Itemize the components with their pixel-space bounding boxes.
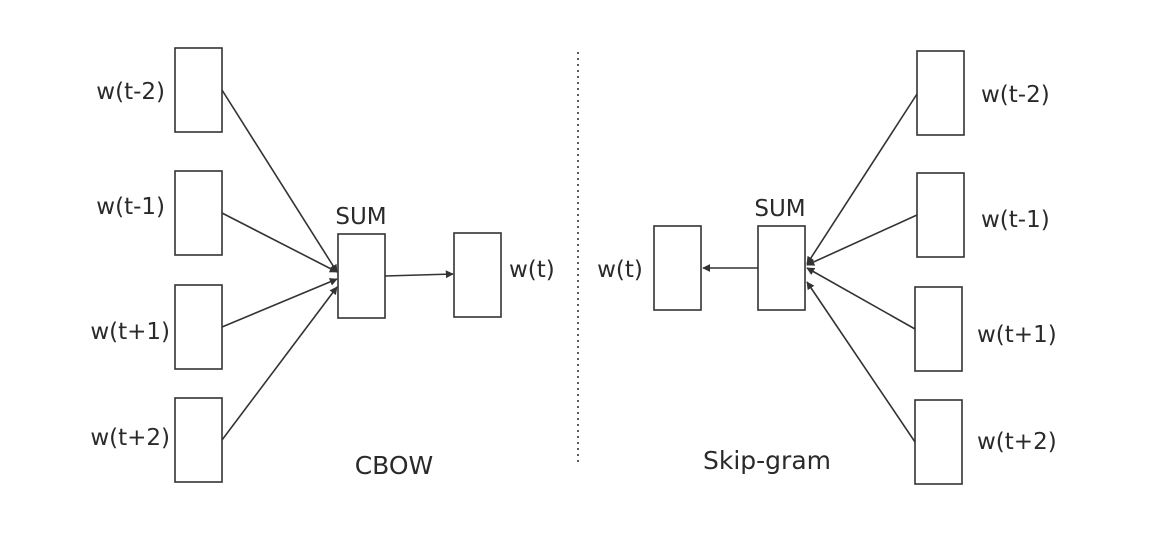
skipgram-input-box — [653, 225, 702, 311]
skipgram-output-label-t-minus-2: w(t-2) — [981, 82, 1050, 108]
cbow-input-box-t-minus-2 — [174, 47, 223, 133]
cbow-sum-label: SUM — [335, 204, 386, 230]
skipgram-output-label-t-minus-1: w(t-1) — [981, 207, 1050, 233]
skipgram-edge-t-plus-2 — [806, 281, 916, 443]
cbow-edge-t-plus-1 — [221, 278, 338, 328]
skipgram-edge-t-minus-2 — [806, 93, 918, 265]
cbow-output-label: w(t) — [509, 257, 555, 283]
skipgram-edge-t-minus-1 — [806, 214, 918, 266]
skipgram-output-box-t-minus-1 — [916, 172, 965, 258]
skipgram-edge-t-plus-1 — [806, 267, 916, 330]
skipgram-model: w(t) SUM w(t-2) w(t-1) w(t+1) w(t+2) Ski… — [597, 50, 1057, 485]
skipgram-sum-box — [757, 225, 806, 311]
cbow-input-label-t-plus-1: w(t+1) — [90, 319, 170, 345]
skipgram-input-label: w(t) — [597, 257, 643, 283]
skipgram-output-label-t-plus-2: w(t+2) — [977, 429, 1057, 455]
cbow-input-box-t-plus-2 — [174, 397, 223, 483]
cbow-output-box — [453, 232, 502, 318]
skipgram-sum-label: SUM — [754, 196, 805, 222]
cbow-model: w(t-2) w(t-1) w(t+1) w(t+2) SUM w(t) CBO… — [90, 47, 555, 483]
skipgram-output-label-t-plus-1: w(t+1) — [977, 322, 1057, 348]
cbow-edge-t-plus-2 — [221, 286, 338, 441]
skipgram-title: Skip-gram — [703, 446, 831, 475]
skipgram-output-box-t-plus-2 — [914, 399, 963, 485]
skipgram-output-box-t-minus-2 — [916, 50, 965, 136]
cbow-sum-box — [337, 233, 386, 319]
cbow-input-label-t-plus-2: w(t+2) — [90, 425, 170, 451]
skipgram-output-box-t-plus-1 — [914, 286, 963, 372]
cbow-edge-t-minus-2 — [221, 89, 338, 273]
cbow-input-label-t-minus-2: w(t-2) — [96, 79, 165, 105]
cbow-input-box-t-minus-1 — [174, 170, 223, 256]
cbow-edge-t-minus-1 — [221, 212, 338, 273]
cbow-input-box-t-plus-1 — [174, 284, 223, 370]
cbow-input-label-t-minus-1: w(t-1) — [96, 194, 165, 220]
cbow-title: CBOW — [355, 451, 434, 480]
cbow-edge-sum-to-output — [384, 270, 454, 279]
